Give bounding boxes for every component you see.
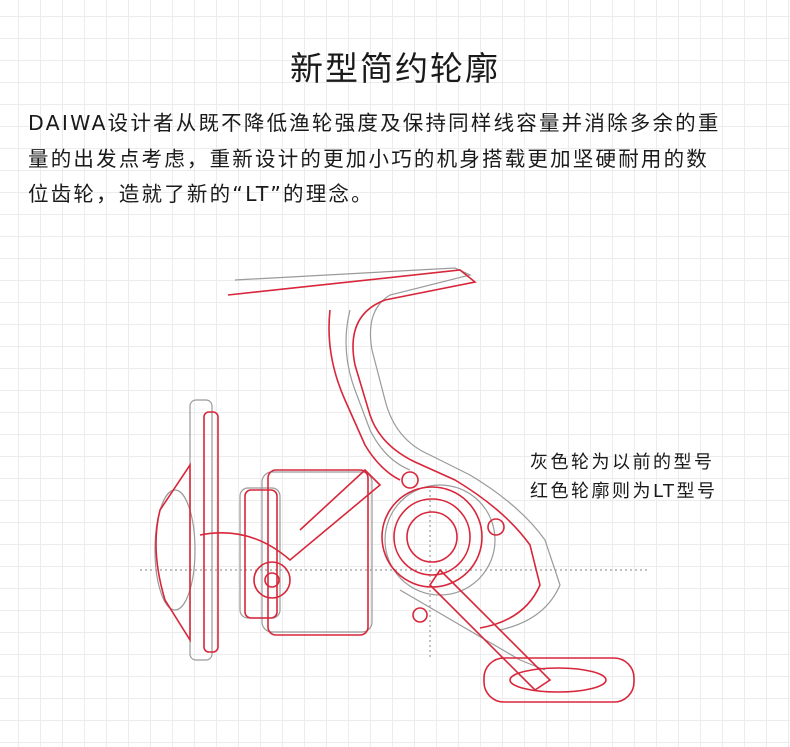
paragraph-line: 量的出发点考虑，重新设计的更加小巧的机身搭载更加坚硬耐用的数: [28, 146, 709, 171]
fishing-reel-outline-illustration: [140, 267, 650, 703]
lt-model-red-outline: [155, 269, 635, 703]
old-model-gray-outline: [140, 267, 650, 671]
description-paragraph: DAIWA设计者从既不降低渔轮强度及保持同样线容量并消除多余的重 量的出发点考虑…: [28, 106, 768, 213]
legend-red-label: 红色轮廓则为LT型号: [530, 481, 718, 502]
page-title: 新型简约轮廓: [290, 49, 500, 88]
legend-gray-label: 灰色轮为以前的型号: [530, 452, 715, 473]
paragraph-line: DAIWA设计者从既不降低渔轮强度及保持同样线容量并消除多余的重: [28, 111, 721, 135]
paragraph-line: 位齿轮，造就了新的“LT”的理念。: [28, 182, 374, 206]
legend: 灰色轮为以前的型号 红色轮廓则为LT型号: [530, 448, 718, 506]
